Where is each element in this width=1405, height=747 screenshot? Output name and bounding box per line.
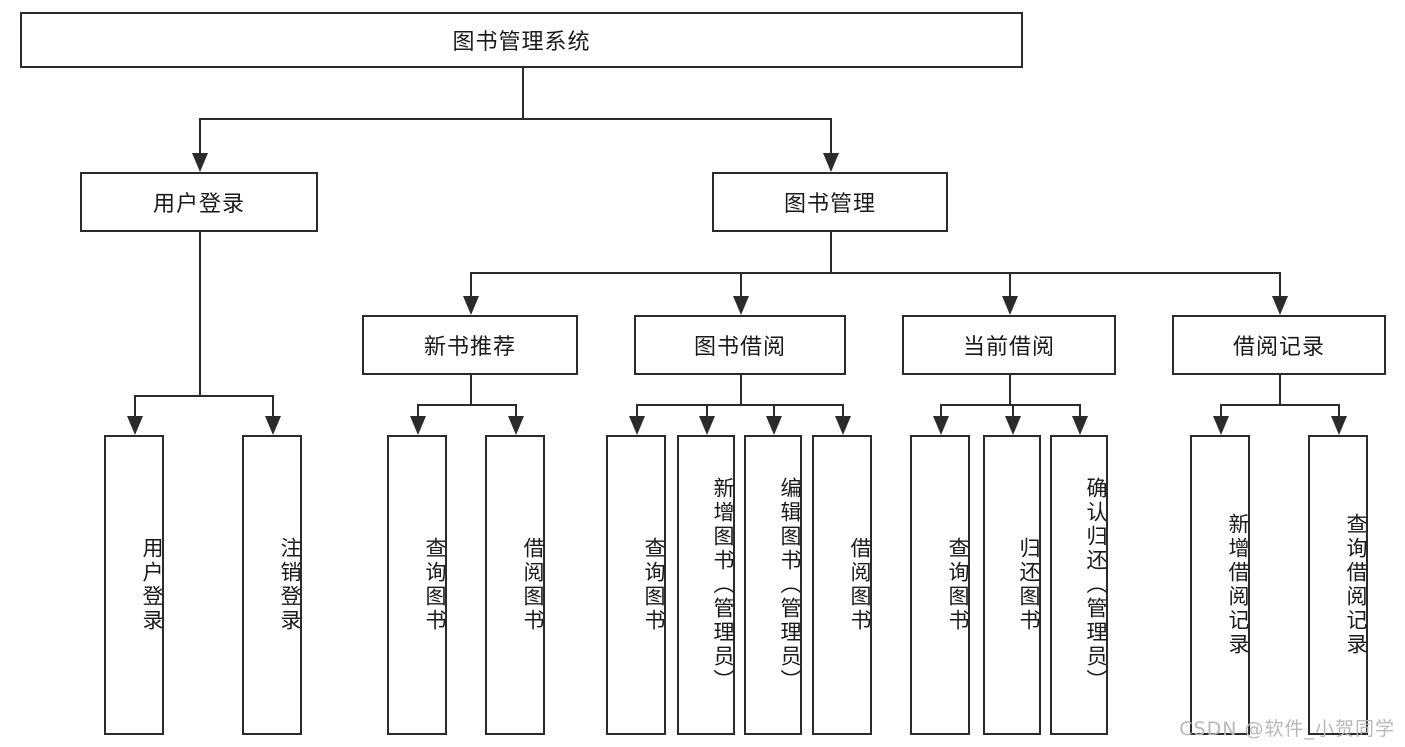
connector-drop (706, 404, 708, 416)
connector-drop (199, 118, 201, 153)
connector-stem (521, 68, 524, 118)
connector-drop (636, 404, 638, 416)
arrow-head-icon (823, 153, 839, 172)
node-label: 查询图书 (946, 537, 970, 633)
connector-drop (940, 404, 942, 416)
node-new-book-rec[interactable]: 新书推荐 (362, 315, 578, 375)
arrow-head-icon (1002, 296, 1018, 315)
node-leaf-borrow-book[interactable]: 借阅图书 (812, 435, 872, 735)
connector-bus (417, 404, 515, 406)
connector-drop (1012, 404, 1014, 416)
arrow-head-icon (463, 296, 479, 315)
arrow-head-icon (699, 416, 715, 435)
node-label: 图书管理 (783, 192, 876, 217)
node-label: 图书管理系统 (452, 30, 591, 55)
arrow-head-icon (192, 153, 208, 172)
node-leaf-confirm-return-admin[interactable]: 确认归还（管理员） (1050, 435, 1108, 735)
node-borrow-record[interactable]: 借阅记录 (1172, 315, 1386, 375)
connector-stem (1009, 375, 1011, 404)
connector-stem (1279, 375, 1281, 404)
arrow-head-icon (933, 416, 949, 435)
connector-bus (134, 395, 272, 397)
node-label: 新书推荐 (423, 335, 516, 360)
node-leaf-query-borrow-record[interactable]: 查询借阅记录 (1308, 435, 1368, 735)
arrow-head-icon (508, 416, 524, 435)
connector-bus (940, 404, 1079, 406)
node-leaf-add-book-admin[interactable]: 新增图书（管理员） (677, 435, 735, 735)
node-label: 用户登录 (152, 192, 245, 217)
arrow-head-icon (410, 416, 426, 435)
connector-drop (740, 272, 742, 296)
arrow-head-icon (835, 416, 851, 435)
connector-stem (199, 232, 201, 395)
node-book-borrow[interactable]: 图书借阅 (634, 315, 846, 375)
connector-stem (830, 232, 832, 272)
node-label: 归还图书 (1017, 537, 1041, 633)
node-current-borrow[interactable]: 当前借阅 (902, 315, 1116, 375)
connector-stem (740, 375, 742, 404)
connector-bus (636, 404, 842, 406)
node-leaf-edit-book-admin[interactable]: 编辑图书（管理员） (744, 435, 802, 735)
node-label: 借阅记录 (1232, 335, 1325, 360)
connector-drop (1279, 272, 1281, 296)
connector-bus (1220, 404, 1338, 406)
connector-drop (1220, 404, 1222, 416)
connector-drop (272, 395, 274, 416)
node-leaf-query-book-rec[interactable]: 查询图书 (387, 435, 447, 735)
arrow-head-icon (1272, 296, 1288, 315)
node-label: 查询图书 (423, 537, 447, 633)
watermark-text: CSDN @软件_小贺同学 (1179, 718, 1395, 740)
connector-drop (842, 404, 844, 416)
node-label: 借阅图书 (521, 537, 545, 633)
arrow-head-icon (1072, 416, 1088, 435)
connector-drop (515, 404, 517, 416)
connector-stem (470, 375, 472, 404)
connector-drop (773, 404, 775, 416)
connector-drop (134, 395, 136, 416)
node-label: 新增借阅记录 (1226, 513, 1250, 657)
node-label: 借阅图书 (848, 537, 872, 633)
node-label: 用户登录 (140, 537, 164, 633)
arrow-head-icon (1331, 416, 1347, 435)
arrow-head-icon (127, 416, 143, 435)
node-leaf-user-login[interactable]: 用户登录 (104, 435, 164, 735)
arrow-head-icon (629, 416, 645, 435)
arrow-head-icon (766, 416, 782, 435)
node-label: 查询图书 (642, 537, 666, 633)
connector-drop (417, 404, 419, 416)
node-leaf-query-book-borrow[interactable]: 查询图书 (606, 435, 666, 735)
arrow-head-icon (265, 416, 281, 435)
node-label: 查询借阅记录 (1344, 513, 1368, 657)
node-label: 图书借阅 (693, 335, 786, 360)
node-leaf-logout[interactable]: 注销登录 (242, 435, 302, 735)
node-leaf-return-book[interactable]: 归还图书 (983, 435, 1041, 735)
connector-drop (470, 272, 472, 296)
arrow-head-icon (1005, 416, 1021, 435)
node-user-login[interactable]: 用户登录 (80, 172, 318, 232)
node-leaf-borrow-book-rec[interactable]: 借阅图书 (485, 435, 545, 735)
node-label: 新增图书（管理员） (711, 477, 735, 693)
node-book-manage[interactable]: 图书管理 (712, 172, 948, 232)
arrow-head-icon (733, 296, 749, 315)
connector-drop (1079, 404, 1081, 416)
connector-bus (470, 272, 1279, 274)
node-label: 确认归还（管理员） (1084, 477, 1108, 693)
connector-drop (1009, 272, 1011, 296)
node-label: 编辑图书（管理员） (778, 477, 802, 693)
connector-drop (830, 118, 832, 153)
arrow-head-icon (1213, 416, 1229, 435)
node-leaf-add-borrow-record[interactable]: 新增借阅记录 (1190, 435, 1250, 735)
connector-drop (1338, 404, 1340, 416)
connector-bus (199, 118, 830, 120)
node-label: 注销登录 (278, 537, 302, 633)
node-label: 当前借阅 (962, 335, 1055, 360)
node-root[interactable]: 图书管理系统 (20, 12, 1023, 68)
node-leaf-query-book-current[interactable]: 查询图书 (910, 435, 970, 735)
